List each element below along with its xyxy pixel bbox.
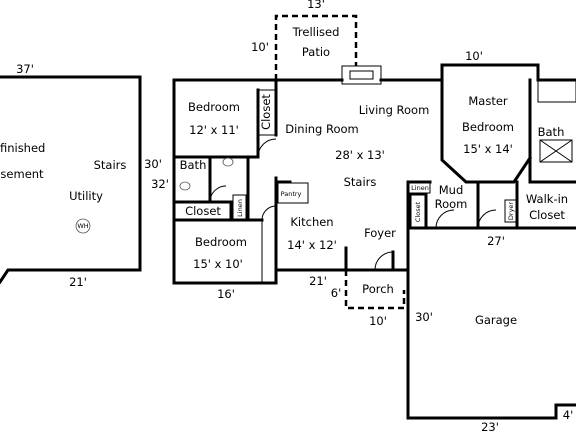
toilet-icon <box>222 157 234 167</box>
fireplace-hearth <box>349 70 374 80</box>
pantry-box <box>277 182 309 204</box>
closet-vertical <box>258 89 277 136</box>
closet-small-label: Closet <box>414 201 422 222</box>
utility-label: Utility <box>69 189 103 203</box>
dim-bedroom-bottom: 16' <box>217 287 235 301</box>
dim-garage-top: 27' <box>487 234 505 248</box>
master-bay-wall <box>440 63 576 82</box>
master-size: 15' x 14' <box>463 142 513 156</box>
bath1-label: Bath <box>180 158 207 172</box>
basement-label: sement <box>0 167 44 181</box>
patio-dim-top: 13' <box>307 0 325 11</box>
bedroom1-door-swing <box>257 138 277 158</box>
bedroom2-door-swing <box>261 205 277 221</box>
basement-dim-right: 30' <box>144 157 162 171</box>
dim-master-top: 10' <box>465 49 483 63</box>
water-heater-icon <box>75 218 91 234</box>
mud-door-swing <box>477 209 497 229</box>
water-heater-label: WH <box>77 222 88 230</box>
porch-outline <box>344 270 406 310</box>
main-floor-plan <box>172 14 576 420</box>
dim-porch-bottom: 10' <box>369 314 387 328</box>
patio-title1: Trellised <box>292 25 340 39</box>
mud-room-label2: Room <box>435 197 468 211</box>
basement-stairs-label: Stairs <box>94 158 127 172</box>
basement-dim-top: 37' <box>16 62 34 76</box>
mud-room-door-swing <box>435 209 455 229</box>
linen-label: Linen <box>236 199 244 217</box>
garage-walls <box>406 226 576 420</box>
pantry-label: Pantry <box>281 190 302 198</box>
closet-label: Closet <box>185 204 221 218</box>
bedroom2-name: Bedroom <box>195 235 247 249</box>
master-shower <box>539 139 573 163</box>
dim-garage-bottom: 23' <box>481 420 499 432</box>
master-angled-wall <box>440 78 533 184</box>
foyer-label: Foyer <box>364 226 396 240</box>
sink-icon <box>179 181 191 191</box>
living-room-label: Living Room <box>359 103 430 117</box>
dim-kitchen-bottom: 21' <box>309 274 327 288</box>
walkin-label1: Walk-in <box>526 192 568 206</box>
bedroom1-size: 12' x 11' <box>189 123 239 137</box>
living-room-size: 28' x 13' <box>335 148 385 162</box>
dim-porch-left: 6' <box>331 286 341 300</box>
shower-x2 <box>539 139 573 163</box>
bedroom2-size: 15' x 10' <box>193 257 243 271</box>
master-name1: Master <box>468 94 508 108</box>
dim-house-left: 32' <box>151 177 169 191</box>
walkin-label2: Closet <box>529 208 565 222</box>
kitchen-label: Kitchen <box>290 215 333 229</box>
bath2-label: Bath <box>538 125 565 139</box>
master-tub <box>537 79 576 103</box>
bath1-door-swing <box>209 185 227 203</box>
garage-label: Garage <box>475 313 517 327</box>
front-door-swing <box>374 251 394 271</box>
labels: Trellised Patio 13' 10' Bedroom 12' x 11… <box>180 0 568 327</box>
dining-room-label: Dining Room <box>285 122 359 136</box>
closet-small-box <box>408 192 428 230</box>
patio-dim-left: 10' <box>251 40 269 54</box>
fireplace-icon <box>341 65 382 85</box>
mud-room-label1: Mud <box>439 183 464 197</box>
linen2-label: Linen <box>411 184 429 192</box>
dim-garage-right: 4' <box>563 408 573 422</box>
dimensions: 32' 16' 21' 6' 10' 10' 27' 30' 23' 4' <box>151 49 573 432</box>
closet-vertical-label: Closet <box>259 94 273 130</box>
dim-garage-left: 30' <box>415 310 433 324</box>
stairs-label: Stairs <box>344 175 377 189</box>
patio-title2: Patio <box>302 45 330 59</box>
master-name2: Bedroom <box>462 120 514 134</box>
patio-outline <box>274 14 358 80</box>
dryer-label: Dryer <box>507 202 515 221</box>
bedroom1-name: Bedroom <box>188 100 240 114</box>
basement-dim-bottom: 21' <box>69 275 87 289</box>
porch-label: Porch <box>362 282 394 296</box>
basement-plan: WH nfinished sement Stairs Utility 37' 3… <box>0 62 162 289</box>
basement-walls <box>0 75 142 285</box>
basement-unfinished-label: nfinished <box>0 141 45 155</box>
kitchen-size: 14' x 12' <box>287 238 337 252</box>
